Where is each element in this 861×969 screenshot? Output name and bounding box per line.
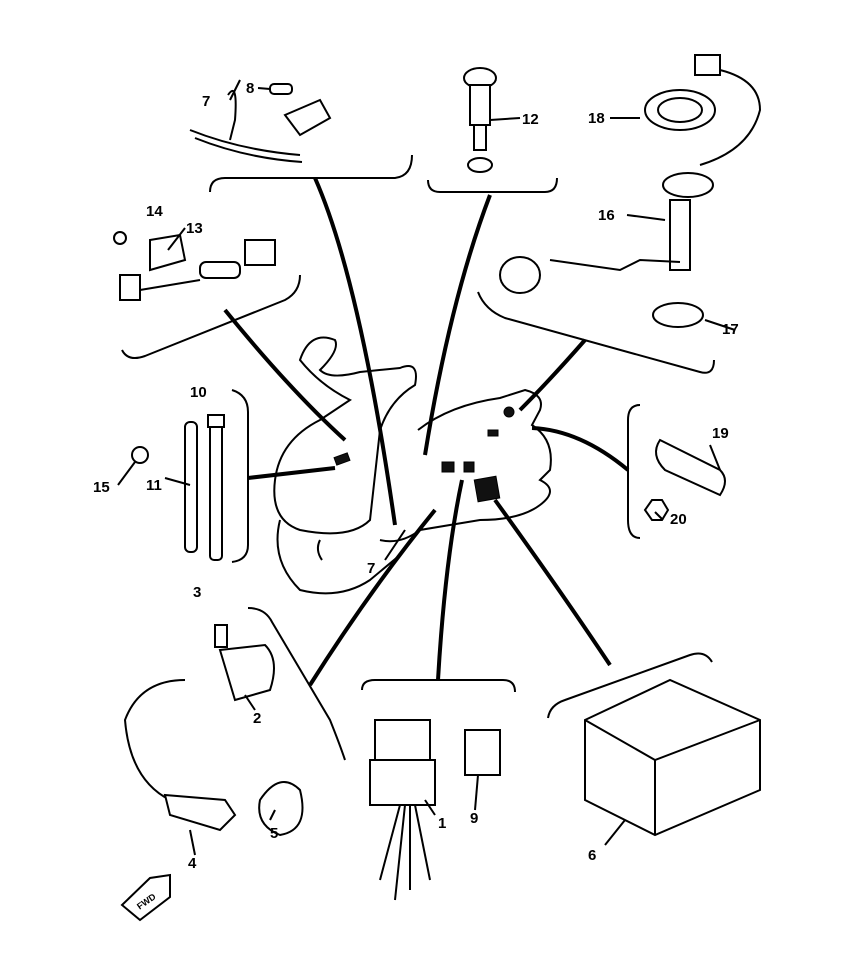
label-18: 18 bbox=[588, 110, 605, 127]
label-19: 19 bbox=[712, 425, 729, 442]
label-13: 13 bbox=[186, 220, 203, 237]
label-12: 12 bbox=[522, 111, 539, 128]
label-16: 16 bbox=[598, 207, 615, 224]
leader-fuse bbox=[423, 194, 492, 456]
bracket-battery-group bbox=[547, 652, 713, 719]
label-6: 6 bbox=[588, 847, 596, 864]
part-reflector bbox=[643, 438, 726, 521]
bracket-coil-group bbox=[247, 607, 346, 761]
label-7a: 7 bbox=[202, 93, 210, 110]
leader-lamp bbox=[531, 426, 630, 472]
bracket-relay-group bbox=[361, 679, 516, 693]
part-wire-lead bbox=[189, 83, 332, 163]
label-3: 3 bbox=[193, 584, 201, 601]
bracket-wire-group bbox=[209, 154, 413, 193]
leader-ties bbox=[247, 466, 336, 480]
fwd-direction-arrow: FWD bbox=[120, 873, 171, 922]
leader-switch bbox=[223, 308, 347, 442]
leader-sender bbox=[518, 338, 587, 412]
leader-coil bbox=[308, 508, 437, 687]
part-fuel-sender bbox=[499, 54, 762, 328]
part-switch bbox=[113, 231, 276, 301]
bracket-ties-group bbox=[231, 389, 249, 563]
scooter-outline bbox=[273, 336, 552, 595]
bracket-switch-group bbox=[121, 274, 301, 359]
label-20: 20 bbox=[670, 511, 687, 528]
label-17: 17 bbox=[722, 321, 739, 338]
part-ignition-coil bbox=[123, 624, 304, 837]
label-4: 4 bbox=[188, 855, 197, 872]
leader-battery bbox=[493, 498, 612, 667]
bracket-fuse-group bbox=[427, 177, 558, 193]
label-15: 15 bbox=[93, 479, 110, 496]
part-relays bbox=[369, 719, 501, 901]
bracket-sender-group bbox=[477, 291, 715, 374]
label-11: 11 bbox=[146, 477, 162, 494]
label-7b: 7 bbox=[367, 560, 375, 577]
label-5: 5 bbox=[270, 825, 278, 842]
label-8: 8 bbox=[246, 80, 254, 97]
label-9: 9 bbox=[470, 810, 478, 827]
label-14: 14 bbox=[146, 203, 163, 220]
part-cable-ties bbox=[131, 414, 225, 561]
leader-wire-harness bbox=[313, 177, 397, 526]
label-2: 2 bbox=[253, 710, 261, 727]
callout-leaders bbox=[117, 79, 736, 856]
part-fuse-holder bbox=[463, 67, 497, 173]
label-10: 10 bbox=[190, 384, 207, 401]
leader-relay bbox=[436, 479, 464, 681]
label-1: 1 bbox=[438, 815, 446, 832]
part-battery bbox=[584, 678, 761, 837]
bracket-lamp-group bbox=[627, 404, 641, 539]
